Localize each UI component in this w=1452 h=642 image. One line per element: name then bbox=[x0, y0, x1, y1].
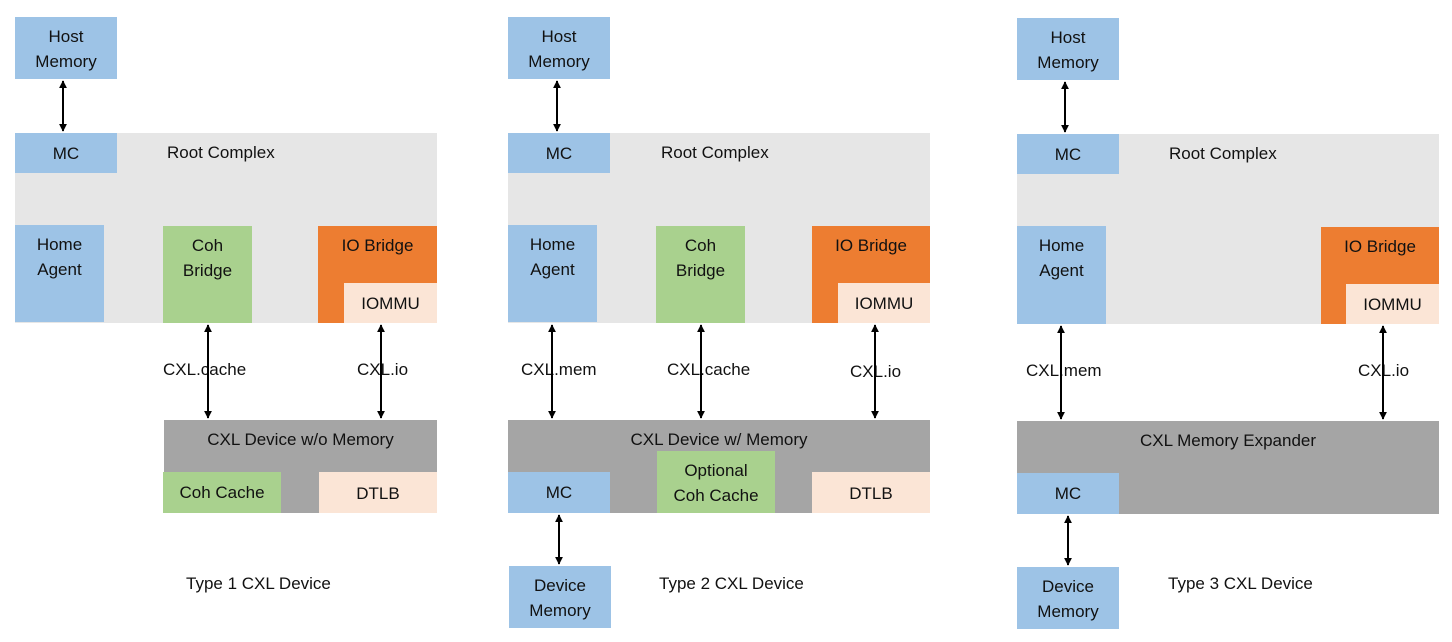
io-bridge-label: IO Bridge bbox=[341, 236, 414, 255]
dtlb-box: DTLB bbox=[319, 472, 437, 513]
mc-label: MC bbox=[52, 144, 80, 163]
dtlb-label: DTLB bbox=[356, 484, 400, 503]
mc-label: MC bbox=[545, 144, 573, 163]
link-label-cxl-mem: CXL.mem bbox=[521, 360, 597, 379]
device-label: CXL Device w/o Memory bbox=[207, 430, 394, 449]
optional-coh-cache-box: Optional Coh Cache bbox=[657, 451, 775, 513]
root-complex-label: Root Complex bbox=[167, 143, 275, 162]
home-agent-box: Home Agent bbox=[1017, 226, 1106, 324]
mc-label: MC bbox=[1054, 145, 1082, 164]
caption: Type 3 CXL Device bbox=[1168, 574, 1313, 593]
coh-cache-label: Coh Cache bbox=[179, 483, 265, 502]
device-mc-box: MC bbox=[508, 472, 610, 513]
coh-bridge-box: Coh Bridge bbox=[163, 226, 252, 323]
home-agent-label: Home Agent bbox=[1038, 236, 1085, 280]
caption: Type 1 CXL Device bbox=[186, 574, 331, 593]
iommu-label: IOMMU bbox=[361, 294, 420, 313]
iommu-label: IOMMU bbox=[854, 294, 914, 313]
home-agent-box: Home Agent bbox=[508, 225, 597, 322]
caption: Type 2 CXL Device bbox=[659, 574, 804, 593]
coh-bridge-label: Coh Bridge bbox=[675, 236, 726, 280]
host-memory-label: Host Memory bbox=[35, 27, 97, 71]
mc-box: MC bbox=[508, 133, 610, 173]
coh-cache-box: Coh Cache bbox=[163, 472, 281, 513]
host-memory-label: Host Memory bbox=[1037, 28, 1099, 72]
coh-bridge-box: Coh Bridge bbox=[656, 226, 745, 323]
iommu-box: IOMMU bbox=[344, 283, 437, 323]
host-memory-box: Host Memory bbox=[508, 17, 610, 79]
mc-box: MC bbox=[1017, 134, 1119, 174]
iommu-box: IOMMU bbox=[838, 283, 930, 323]
iommu-box: IOMMU bbox=[1346, 284, 1439, 324]
device-mc-label: MC bbox=[545, 483, 573, 502]
io-bridge-label: IO Bridge bbox=[1344, 237, 1416, 256]
root-complex-label: Root Complex bbox=[661, 143, 769, 162]
home-agent-box: Home Agent bbox=[15, 225, 104, 322]
device-label: CXL Memory Expander bbox=[1139, 431, 1317, 450]
coh-bridge-label: Coh Bridge bbox=[182, 236, 233, 280]
host-memory-box: Host Memory bbox=[1017, 18, 1119, 80]
root-complex-label: Root Complex bbox=[1169, 144, 1277, 163]
mc-box: MC bbox=[15, 133, 117, 173]
device-mc-label: MC bbox=[1054, 484, 1082, 503]
dtlb-box: DTLB bbox=[812, 472, 930, 513]
optional-coh-cache-label: Optional Coh Cache bbox=[673, 461, 759, 505]
device-memory-box: Device Memory bbox=[1017, 567, 1119, 629]
device-memory-box: Device Memory bbox=[509, 566, 611, 628]
link-label-cxl-cache: CXL.cache bbox=[667, 360, 751, 379]
device-label: CXL Device w/ Memory bbox=[630, 430, 808, 449]
iommu-label: IOMMU bbox=[1363, 295, 1422, 314]
host-memory-label: Host Memory bbox=[528, 27, 590, 71]
io-bridge-label: IO Bridge bbox=[835, 236, 907, 255]
device-memory-label: Device Memory bbox=[1037, 577, 1099, 621]
home-agent-label: Home Agent bbox=[36, 235, 83, 279]
home-agent-label: Home Agent bbox=[529, 235, 576, 279]
device-memory-label: Device Memory bbox=[529, 576, 591, 620]
device-mc-box: MC bbox=[1017, 473, 1119, 514]
dtlb-label: DTLB bbox=[849, 484, 893, 503]
host-memory-box: Host Memory bbox=[15, 17, 117, 79]
